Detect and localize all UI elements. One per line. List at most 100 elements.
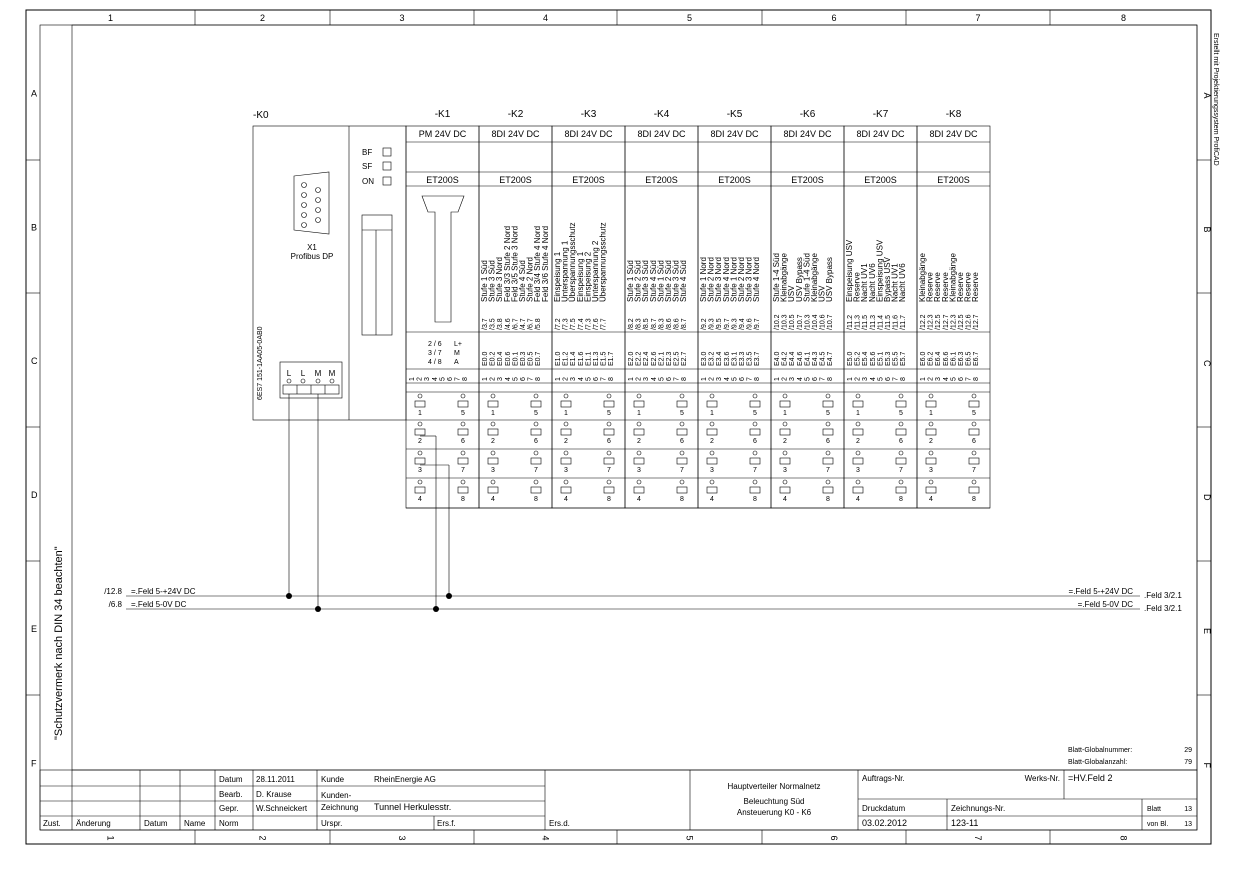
terminal-spring-icon	[925, 400, 937, 408]
signal-text: Stufe 1-4 Süd	[802, 253, 811, 302]
row-letter-left: A	[31, 89, 37, 99]
signal-text: Stufe 1-4 Süd	[772, 253, 781, 302]
signal-text: Reserve	[956, 272, 965, 302]
tb-vonbl: 13	[1184, 821, 1192, 828]
col-number-top: 5	[687, 13, 692, 23]
tb-kundenz: Tunnel Herkulesstr.	[374, 802, 451, 812]
cross-ref: /9.7	[724, 318, 731, 330]
cross-ref: /10.6	[820, 314, 827, 330]
index-digit: 8	[973, 377, 980, 381]
cross-ref: /8.7	[681, 318, 688, 330]
terminal-number: 6	[680, 438, 684, 445]
row-letter-right: C	[1202, 360, 1212, 367]
io-address: E2.5	[674, 351, 681, 366]
terminal-spring-icon	[487, 400, 499, 408]
tb-name: Name	[184, 819, 206, 828]
tb-zeich-label: Zeichnungs-Nr.	[951, 804, 1005, 813]
terminal-spring-icon	[706, 400, 718, 408]
io-address: E1.1	[585, 351, 592, 366]
terminal-number: 2	[929, 438, 933, 445]
index-digit: 5	[877, 377, 884, 381]
col-number-top: 7	[975, 13, 980, 23]
row-letter-right: A	[1202, 93, 1212, 99]
terminal-spring-icon	[852, 400, 864, 408]
supply-terminal-screw	[300, 378, 306, 384]
index-digit: 2	[709, 377, 716, 381]
signal-text: Stufe 1 Nord	[699, 257, 708, 302]
io-address: E5.6	[870, 351, 877, 366]
tb-title2: Beleuchtung Süd	[744, 797, 805, 806]
terminal-screw-icon	[855, 421, 861, 427]
busbar-target: .Feld 3/2.1	[1144, 604, 1182, 613]
io-address: E4.1	[804, 351, 811, 366]
signal-text: Stufe 4 Süd	[518, 260, 527, 302]
led-label-2: ON	[362, 177, 374, 186]
terminal-spring-icon	[706, 428, 718, 436]
terminal-screw-icon	[825, 450, 831, 456]
signal-text: Stufe 4 Süd	[679, 260, 688, 302]
terminal-number: 2	[783, 438, 787, 445]
terminal-spring-icon	[822, 457, 834, 465]
io-address: E0.5	[528, 351, 535, 366]
signal-text: Stufe 3 Nord	[714, 257, 723, 302]
terminal-screw-icon	[460, 479, 466, 485]
terminal-spring-icon	[895, 457, 907, 465]
io-address: E4.4	[789, 351, 796, 366]
io-address: E1.0	[555, 351, 562, 366]
terminal-screw-icon	[898, 479, 904, 485]
index-digit: 4	[943, 377, 950, 381]
cross-ref: /12.3	[928, 314, 935, 330]
cross-ref: /7.7	[601, 318, 608, 330]
io-address: E5.4	[862, 351, 869, 366]
global-count-value: 79	[1184, 759, 1192, 766]
order-number: 6ES7 151-1AA05-0AB0	[257, 326, 264, 400]
cross-ref: /11.3	[855, 315, 862, 330]
terminal-screw-icon	[563, 450, 569, 456]
terminal-screw-icon	[606, 479, 612, 485]
signal-text: Feld 3/5 Stufe 3 Nord	[510, 226, 519, 302]
signal-text: Überspannungsschutz	[599, 222, 608, 302]
cross-ref: /10.7	[827, 314, 834, 330]
title-block-frame	[39, 769, 1198, 831]
io-address: E0.0	[482, 351, 489, 366]
terminal-number: 1	[783, 410, 787, 417]
inner-border	[39, 24, 1198, 831]
led-1	[382, 161, 392, 171]
module-id: -K5	[727, 109, 743, 120]
terminal-number: 1	[491, 410, 495, 417]
signal-text: Stufe 1 Nord	[729, 257, 738, 302]
index-digit: 8	[827, 377, 834, 381]
row-letter-right: F	[1202, 763, 1212, 769]
io-address: E6.5	[966, 351, 973, 366]
io-address: E2.4	[643, 351, 650, 366]
index-digit: 4	[578, 377, 585, 381]
terminal-number: 6	[461, 438, 465, 445]
supply-terminal-screw	[286, 378, 292, 384]
cross-ref: /7.3	[563, 318, 570, 330]
index-digit: 3	[789, 377, 796, 381]
terminal-number: 1	[637, 410, 641, 417]
module-family: ET200S	[937, 175, 970, 185]
terminal-number: 6	[826, 438, 830, 445]
index-digit: 5	[804, 377, 811, 381]
signal-text: USV	[818, 285, 827, 302]
signal-text: Einspeisung 1	[576, 251, 585, 302]
terminal-number: 5	[534, 410, 538, 417]
busbar-name-right: =.Feld 5-+24V DC	[1069, 587, 1134, 596]
module-type: 8DI 24V DC	[564, 129, 613, 139]
terminal-screw-icon	[782, 479, 788, 485]
terminal-screw-icon	[417, 479, 423, 485]
cross-ref: /10.7	[797, 314, 804, 330]
terminal-number: 2	[637, 438, 641, 445]
tb-druck-label: Druckdatum	[862, 804, 905, 813]
cross-ref: /12.3	[950, 314, 957, 330]
cross-ref: /11.6	[893, 315, 900, 330]
terminal-spring-icon	[852, 428, 864, 436]
junction-dot	[446, 593, 452, 599]
tb-aenderung: Änderung	[76, 819, 111, 828]
col-number-bottom: 8	[1119, 835, 1129, 840]
db9-pin	[315, 217, 321, 223]
